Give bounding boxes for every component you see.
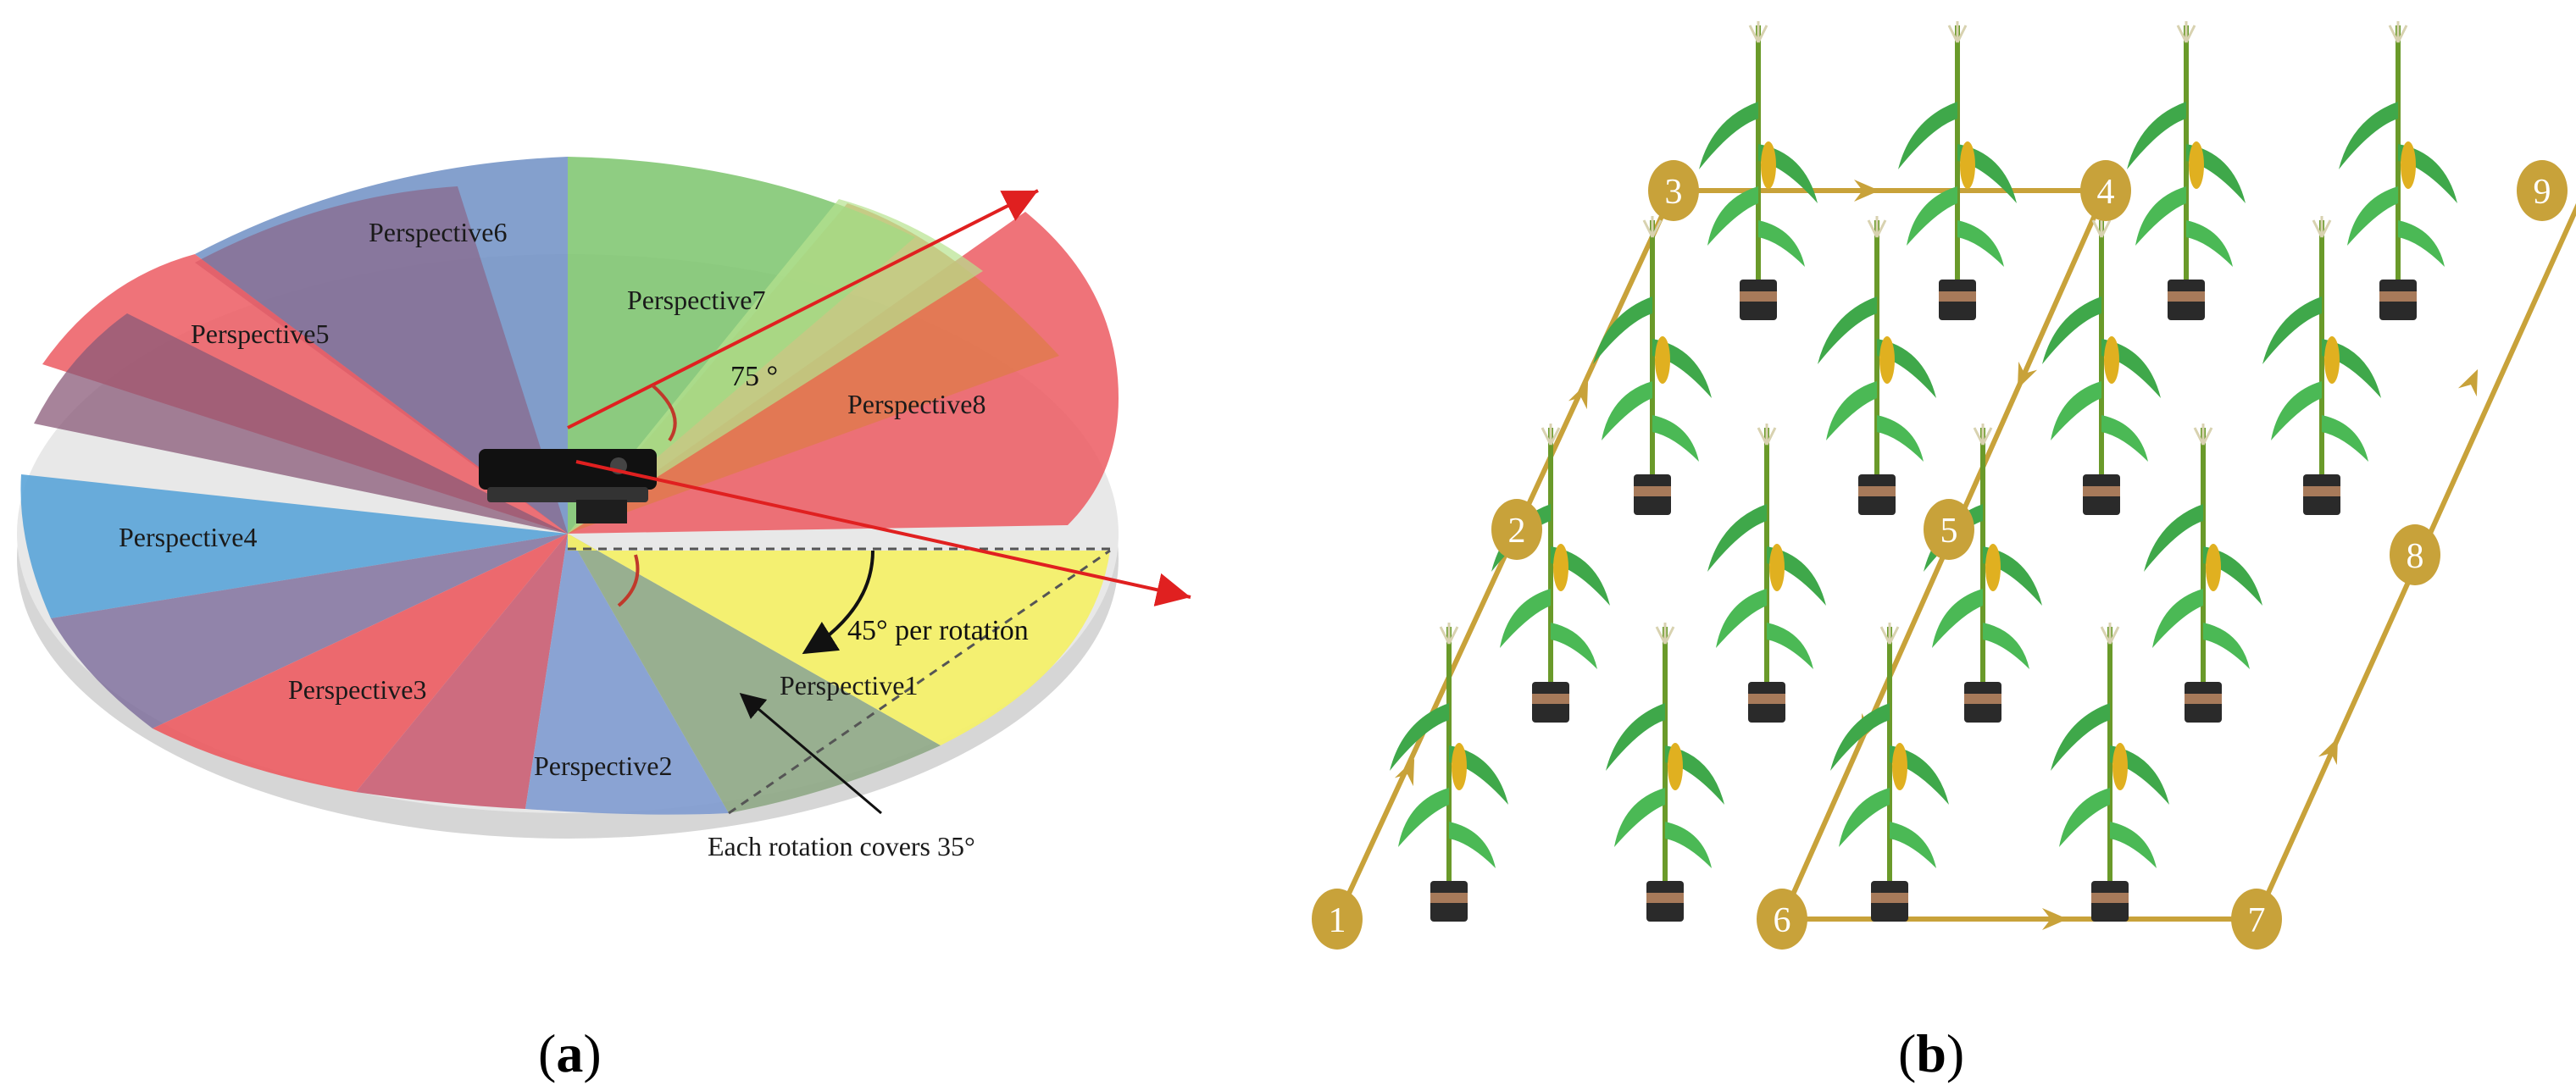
sector-perspective3 <box>153 534 568 792</box>
waypoint-label: 7 <box>2248 901 2266 940</box>
waypoint-circle <box>1924 499 1974 560</box>
corn-plant <box>1606 623 1724 922</box>
waypoint-circle <box>1312 889 1363 950</box>
corn-plant <box>2262 216 2381 515</box>
label-perspective6: Perspective6 <box>369 217 508 247</box>
waypoint-6: 6 <box>1757 889 1807 950</box>
rotation-arc <box>802 550 874 655</box>
waypoint-circle <box>1648 160 1699 221</box>
direction-arrow-down-1 <box>2017 361 2038 390</box>
corn-plant <box>2339 21 2457 320</box>
direction-arrow-up-1 <box>1394 758 1415 787</box>
plant-grid <box>1390 21 2457 922</box>
angle-45-label: 45° per rotation <box>847 615 1029 646</box>
waypoint-label: 5 <box>1940 512 1958 551</box>
coverage-pointer <box>739 693 882 815</box>
label-perspective4: Perspective4 <box>119 522 258 552</box>
angle-arc-75 <box>651 384 677 442</box>
arrow-upper <box>567 189 1039 429</box>
arrow-lower <box>575 460 1191 606</box>
sector-perspective1-green <box>568 534 941 813</box>
waypoint-1: 1 <box>1312 889 1363 950</box>
waypoint-circle <box>2080 160 2131 221</box>
corn-plant <box>2051 623 2169 922</box>
waypoint-circle <box>1757 889 1807 950</box>
waypoint-5: 5 <box>1924 499 1974 560</box>
sector-perspective3-dark <box>356 534 568 809</box>
corn-plant <box>1390 623 1508 922</box>
direction-arrow-up-3 <box>2318 737 2339 766</box>
waypoint-label: 1 <box>1329 901 1346 940</box>
corn-plant <box>2144 424 2262 723</box>
sensor-device <box>479 449 657 523</box>
direction-arrow-right-1 <box>1854 180 1879 202</box>
label-perspective1: Perspective1 <box>780 670 919 701</box>
panel-b: 1 2 3 4 5 6 7 8 9 (b) <box>1312 21 2576 1083</box>
waypoint-label: 3 <box>1665 173 1683 212</box>
corn-plant <box>1491 424 1610 723</box>
angle-arc-lower <box>617 554 640 607</box>
corn-plant <box>2042 216 2161 515</box>
sector-perspective4 <box>20 474 568 618</box>
corn-plant <box>1898 21 2017 320</box>
coverage-note: Each rotation covers 35° <box>708 831 975 861</box>
corn-plant <box>1707 424 1826 723</box>
panel-a: Perspective1 Perspective2 Perspective3 P… <box>17 157 1191 1083</box>
waypoint-2: 2 <box>1491 499 1542 560</box>
sector-perspective7-light <box>568 199 983 534</box>
sector-perspective6-purple <box>195 186 568 534</box>
corn-plant <box>1924 424 2042 723</box>
corn-plant <box>1830 623 1949 922</box>
waypoint-circle <box>1491 499 1542 560</box>
corn-plant <box>1699 21 1818 320</box>
label-perspective2: Perspective2 <box>534 750 673 781</box>
angle-75-label: 75 ° <box>730 361 778 392</box>
sector-perspective5-purple <box>34 313 568 534</box>
waypoint-9: 9 <box>2517 160 2568 221</box>
corn-plant <box>1818 216 1936 515</box>
caption-b-letter: b <box>1916 1023 1946 1083</box>
corn-plant <box>1593 216 1712 515</box>
direction-arrow-up-4 <box>2457 368 2479 397</box>
sector-perspective5 <box>42 254 568 534</box>
waypoint-label: 2 <box>1508 512 1526 551</box>
direction-arrow-up-2 <box>1568 381 1589 410</box>
caption-a: (a) <box>538 1023 602 1083</box>
waypoint-8: 8 <box>2390 524 2440 585</box>
waypoint-label: 6 <box>1774 901 1791 940</box>
caption-a-letter: a <box>556 1023 583 1083</box>
waypoint-circle <box>2231 889 2282 950</box>
caption-b: (b) <box>1898 1023 1964 1083</box>
waypoint-nodes: 1 2 3 4 5 6 7 8 9 <box>1312 160 2568 950</box>
sector-perspective2 <box>525 534 729 815</box>
waypoint-label: 9 <box>2534 173 2551 212</box>
waypoint-label: 8 <box>2407 537 2424 576</box>
waypoint-circle <box>2390 524 2440 585</box>
coverage-dashed-line <box>728 549 1111 815</box>
waypoint-3: 3 <box>1648 160 1699 221</box>
label-perspective5: Perspective5 <box>191 318 330 349</box>
label-perspective8: Perspective8 <box>847 389 986 419</box>
waypoint-7: 7 <box>2231 889 2282 950</box>
waypoint-4: 4 <box>2080 160 2131 221</box>
corn-plant <box>2127 21 2246 320</box>
sector-perspective4-purple <box>51 534 568 728</box>
waypoint-label: 4 <box>2097 173 2115 212</box>
label-perspective7: Perspective7 <box>627 285 766 315</box>
direction-arrow-right-2 <box>2042 908 2068 930</box>
label-perspective3: Perspective3 <box>288 674 427 705</box>
route-arrows <box>1394 180 2479 930</box>
waypoint-circle <box>2517 160 2568 221</box>
